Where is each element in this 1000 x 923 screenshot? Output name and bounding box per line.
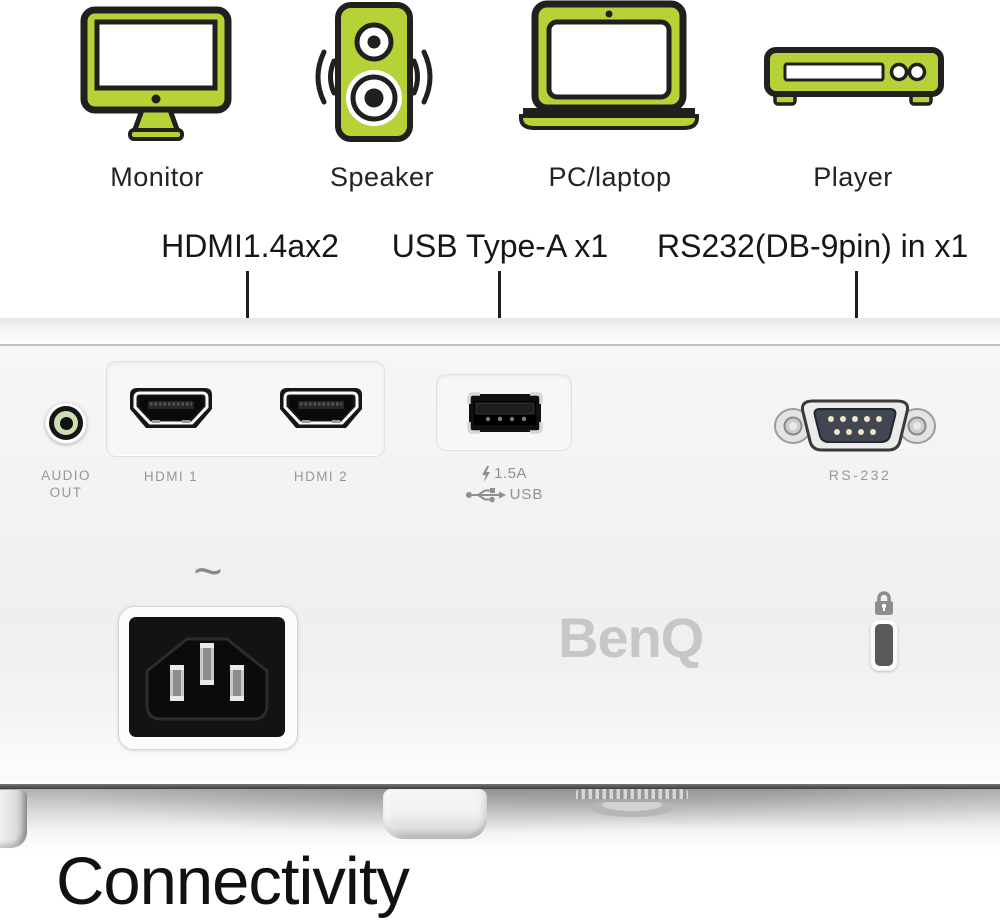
projector-adjuster-foot (576, 789, 688, 817)
projector-foot-left (0, 790, 27, 848)
lightning-bolt-icon (482, 465, 491, 482)
device-label-player: Player (813, 162, 893, 192)
hdmi2-label: HDMI 2 (293, 469, 349, 484)
ac-symbol: ~ (193, 543, 223, 599)
monitor-icon (80, 6, 232, 141)
usb-power-label: 1.5A (452, 465, 556, 482)
ac-inlet-plug (145, 637, 269, 721)
projector-foot-front (383, 789, 487, 839)
ac-pin-right (230, 665, 244, 701)
page-title: Connectivity (56, 844, 410, 919)
rs232-label: RS-232 (828, 467, 892, 483)
projector-top-edge (0, 318, 1000, 346)
callout-hdmi: HDMI1.4ax2 (161, 228, 339, 264)
laptop-icon (519, 0, 699, 130)
benq-logo: BenQ (558, 606, 704, 669)
kensington-slot-opening (875, 624, 893, 666)
device-label-pc-laptop: PC/laptop (548, 162, 672, 192)
ac-power-inlet (118, 606, 298, 750)
ac-pin-left (170, 665, 184, 701)
player-icon (764, 47, 944, 106)
audio-out-jack (45, 402, 87, 444)
speaker-icon (315, 2, 433, 142)
kensington-slot (870, 619, 898, 671)
lock-icon (875, 591, 893, 615)
projector-bottom-edge (0, 784, 1000, 789)
audio-out-label: AUDIO OUT (41, 468, 91, 500)
usb-port (467, 392, 543, 434)
projector-shadow (0, 789, 1000, 861)
device-label-monitor: Monitor (110, 162, 204, 192)
rs232-port (774, 399, 936, 452)
hdmi2-port (280, 388, 362, 428)
projector-bottom-highlight (0, 766, 1000, 784)
ac-inlet-recess (129, 617, 285, 737)
callout-rs232: RS232(DB-9pin) in x1 (657, 228, 969, 264)
callout-usb: USB Type-A x1 (391, 228, 609, 264)
ac-pin-center (200, 643, 214, 685)
usb-label: USB (447, 486, 561, 503)
hdmi1-label: HDMI 1 (143, 469, 199, 484)
hdmi1-port (130, 388, 212, 428)
device-label-speaker: Speaker (329, 162, 435, 192)
usb-trident-icon (465, 488, 506, 503)
